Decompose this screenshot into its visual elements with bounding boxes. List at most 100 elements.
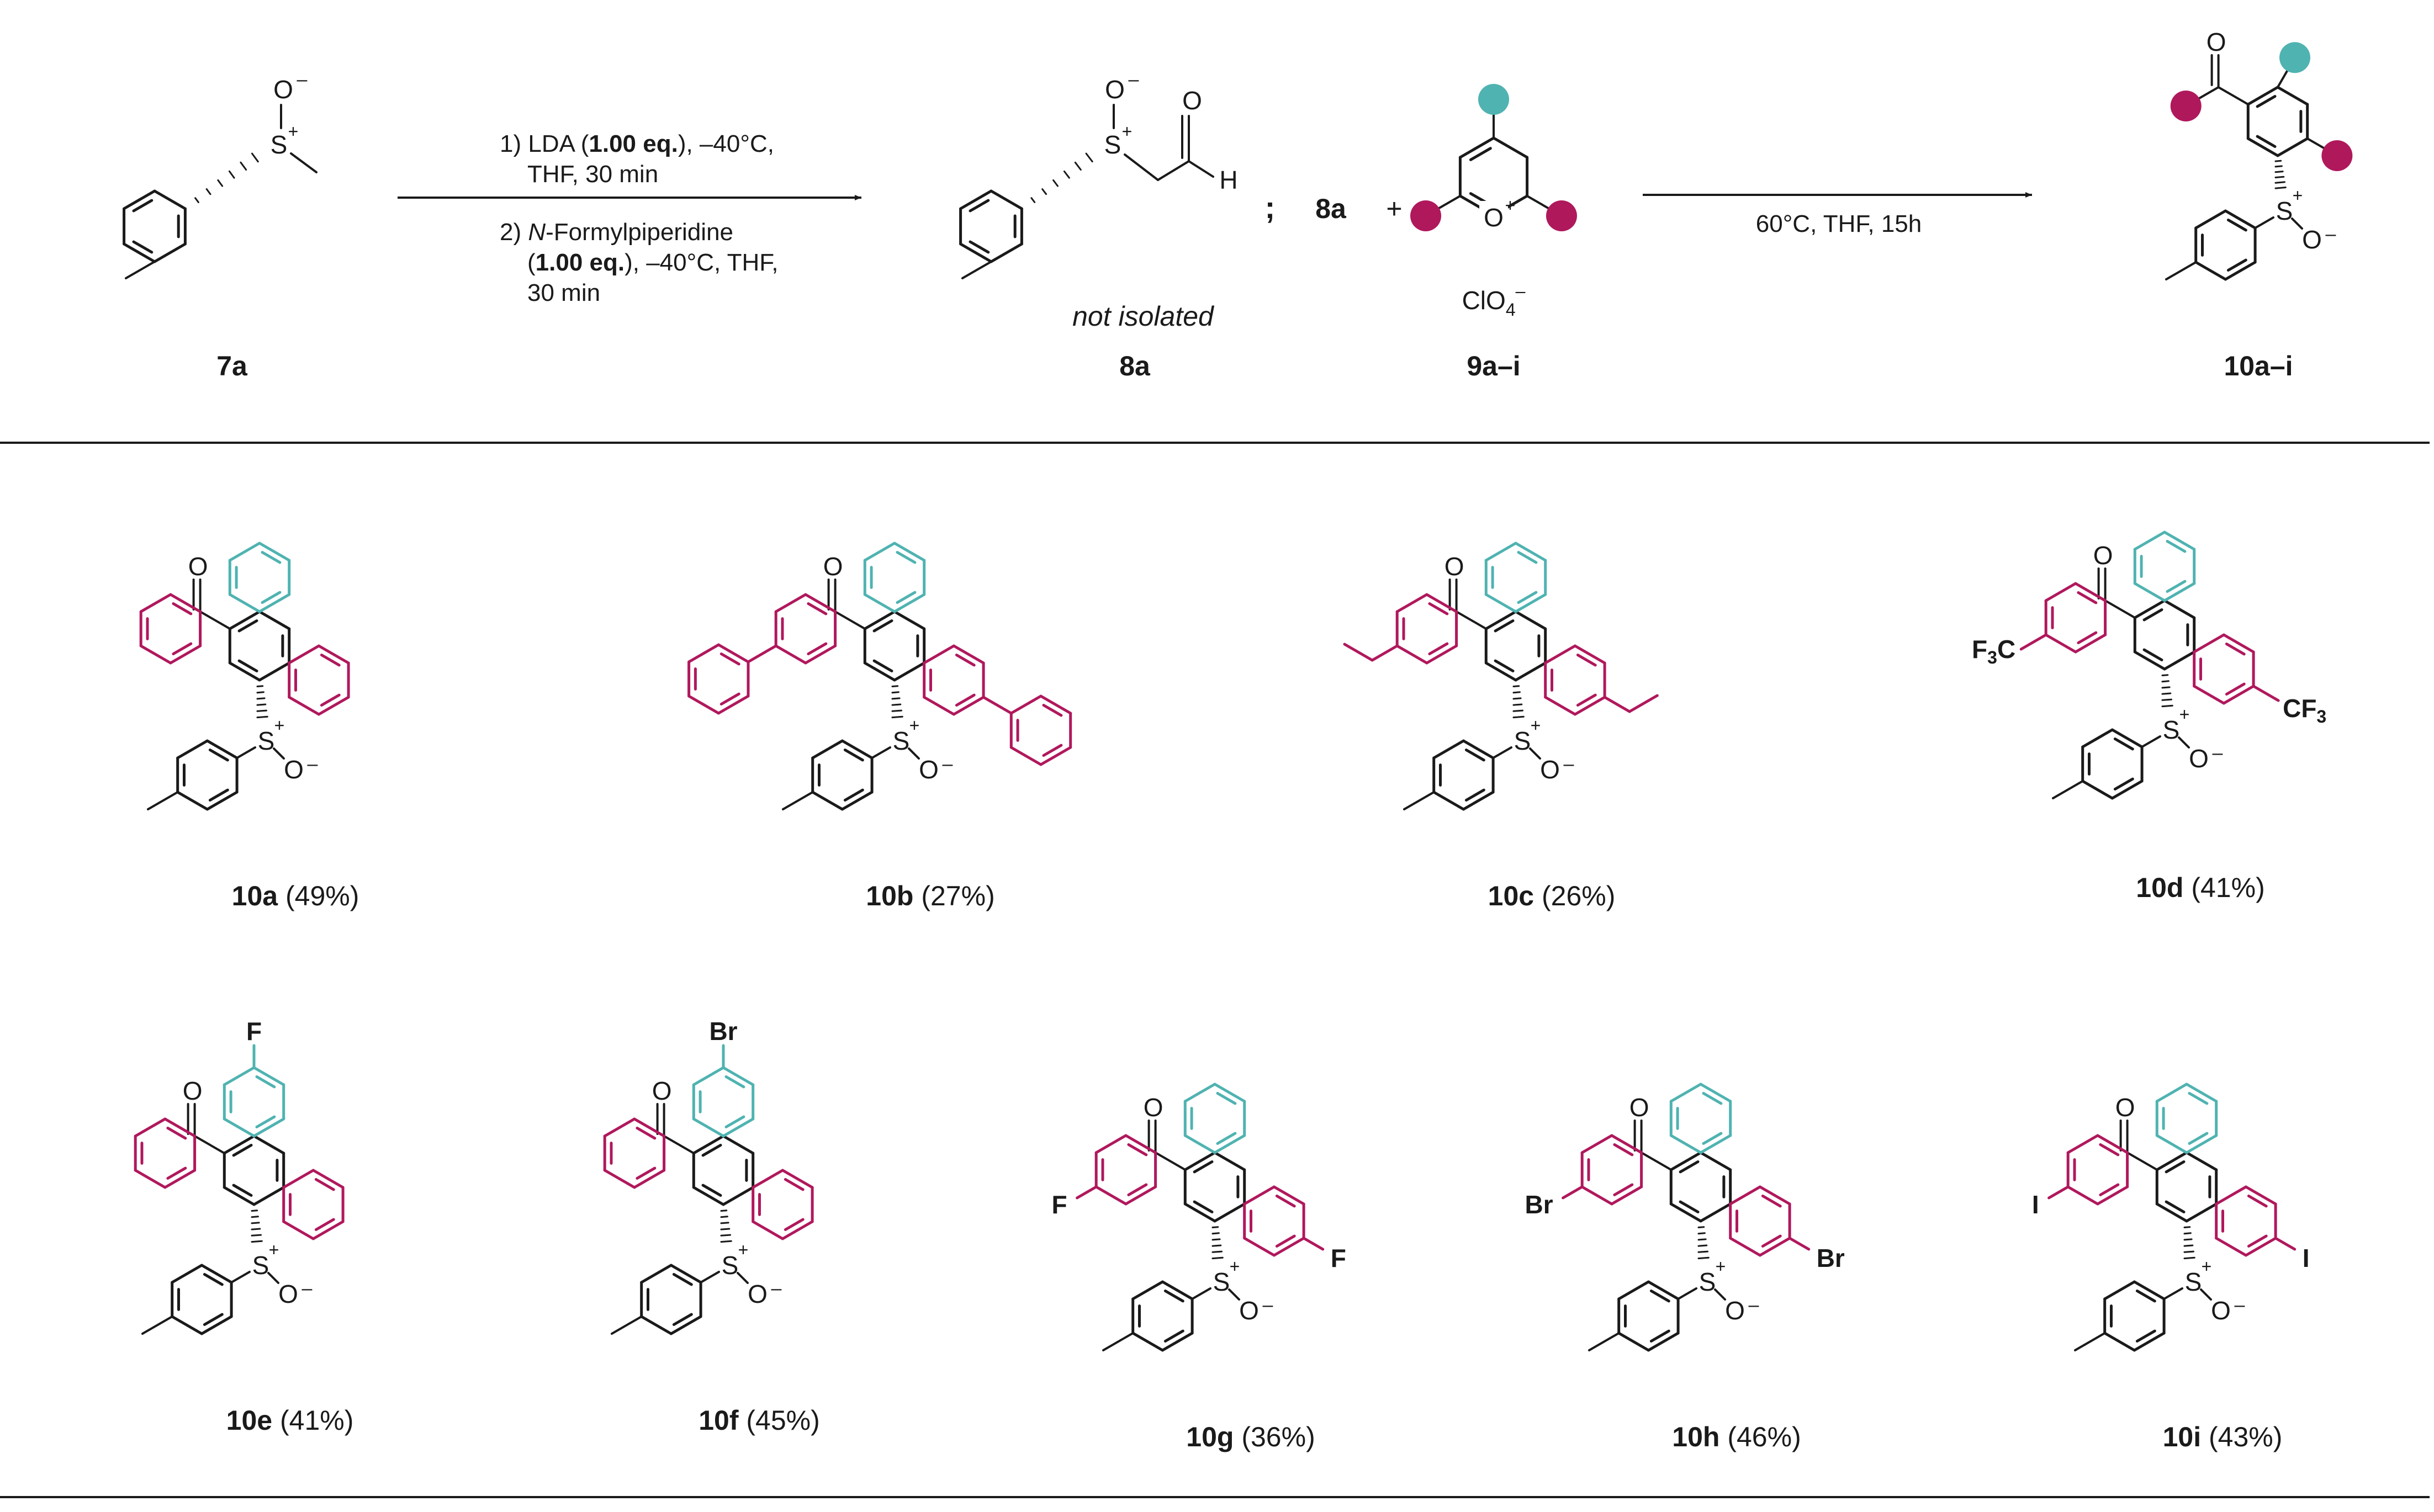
ring-bond [1669,1134,1702,1154]
sulfur-atom: S [252,1251,269,1280]
ring-double-bond [2256,135,2277,148]
compound-label-8a: 8a [1119,351,1151,381]
ring-double-bond [2142,608,2163,622]
caption-10a: 10a (49%) [232,880,359,911]
ring-bond [1484,542,1517,562]
cf3-bond [2019,633,2047,651]
sulfur-atom: S [722,1251,739,1280]
ring-bond [1183,1134,1216,1154]
product-10a: OS+O– [139,542,350,811]
sulfur-charge: + [1122,121,1133,141]
tolyl-ring [171,1264,233,1335]
hash-bond-segment [2274,165,2283,168]
ring-double-bond [255,1115,276,1128]
ring-bond [811,791,844,811]
methoxy-methyl-bond [1343,643,1374,662]
ring-double-bond [969,240,990,254]
core-ring [1183,1151,1246,1223]
ring-bond [1492,136,1529,159]
compound-label-7a: 7a [216,351,248,381]
ring-bond [171,1315,203,1335]
ring-bond [1213,1134,1246,1154]
hash-bond-segment [194,197,199,203]
ring-bond [1544,644,1576,665]
ring-bond [223,1134,256,1155]
caption-10h: 10h (46%) [1672,1421,1801,1452]
hash-bond-segment [1211,1244,1222,1247]
ring-bond [1009,694,1043,715]
ring-bond [603,1117,636,1138]
ring-double-bond [807,642,828,655]
carbonyl-carbon-bond [1455,611,1488,630]
sulfur-atom: S [1514,726,1531,755]
methoxy-bond [1371,644,1399,662]
ring-double-bond [1679,1160,1700,1174]
ring-bond [959,189,993,210]
ring-bond [2096,1134,2129,1154]
hash-bond-segment [2161,698,2172,701]
sulfur-aryl-bond [700,1271,720,1283]
hash-bond-segment [251,1240,263,1243]
sulfur-atom: S [2276,197,2293,225]
top-aryl-ring [863,542,926,613]
sulfur-charge: + [269,1240,279,1260]
right-aryl-ring [1729,1185,1791,1257]
ring-bond [2133,599,2166,619]
ring-double-bond [132,199,154,213]
ring-bond [139,644,172,665]
ring-bond [2155,1134,2188,1154]
ring-bond [1213,1083,1246,1103]
ring-bond [252,1186,285,1206]
not-isolated-note: not isolated [1072,301,1215,332]
ring-bond [722,1117,755,1138]
ring-bond [2103,1331,2136,1352]
ring-double-bond [896,551,917,564]
ring-bond [282,1169,315,1189]
ketone-aryl-ring [2066,1134,2129,1206]
ring-bond [1580,1134,1613,1154]
ring-bond [258,610,291,630]
ring-bond [1647,1331,1680,1352]
halogen-bond [1076,1185,1098,1200]
ring-double-bond [2113,777,2134,791]
ring-bond [2066,1134,2099,1154]
ring-bond [2074,633,2107,654]
ring-bond [1610,1185,1643,1206]
oxide-charge: – [302,1278,313,1299]
sulfur-atom: S [1213,1267,1230,1296]
ring-bond [633,1169,666,1189]
hash-bond-segment [1512,691,1521,694]
hash-bond-segment [1512,697,1522,700]
ring-double-bond [1127,1143,1148,1156]
ring-bond [2185,1202,2218,1223]
ring-bond [2163,530,2196,551]
ring-double-bond [724,1075,745,1089]
oxide-charge: – [771,1278,782,1299]
sulfur-atom: S [2185,1267,2202,1296]
product-10b: OS+O– [687,542,1072,811]
hash-bond-segment [1030,197,1036,203]
ring-bond [863,542,896,562]
caption-10g: 10g (36%) [1186,1421,1315,1452]
ring-bond [640,1315,673,1335]
ring-bond [2222,685,2255,705]
ring-double-bond [1517,551,1538,564]
cf3-label-right: CF3 [2283,694,2326,726]
ring-bond [311,1169,345,1189]
hash-bond-segment [256,691,264,694]
cf3-label-left: F3C [1972,635,2015,667]
oxide-oxygen: O [1239,1296,1259,1325]
ring-bond [123,242,156,263]
compound-8a-structure: S+O–OH [959,69,1238,279]
hash-bond-segment [2183,1244,2194,1247]
ring-double-bond [2226,258,2247,272]
ring-double-bond [2165,1160,2186,1174]
ring-double-bond [255,1075,276,1089]
top-aryl-ring [1484,542,1547,613]
hash-bond-segment [1697,1232,1706,1235]
ring-bond [1573,644,1606,665]
top-aryl-ring [228,542,291,613]
ring-double-bond [807,602,828,616]
